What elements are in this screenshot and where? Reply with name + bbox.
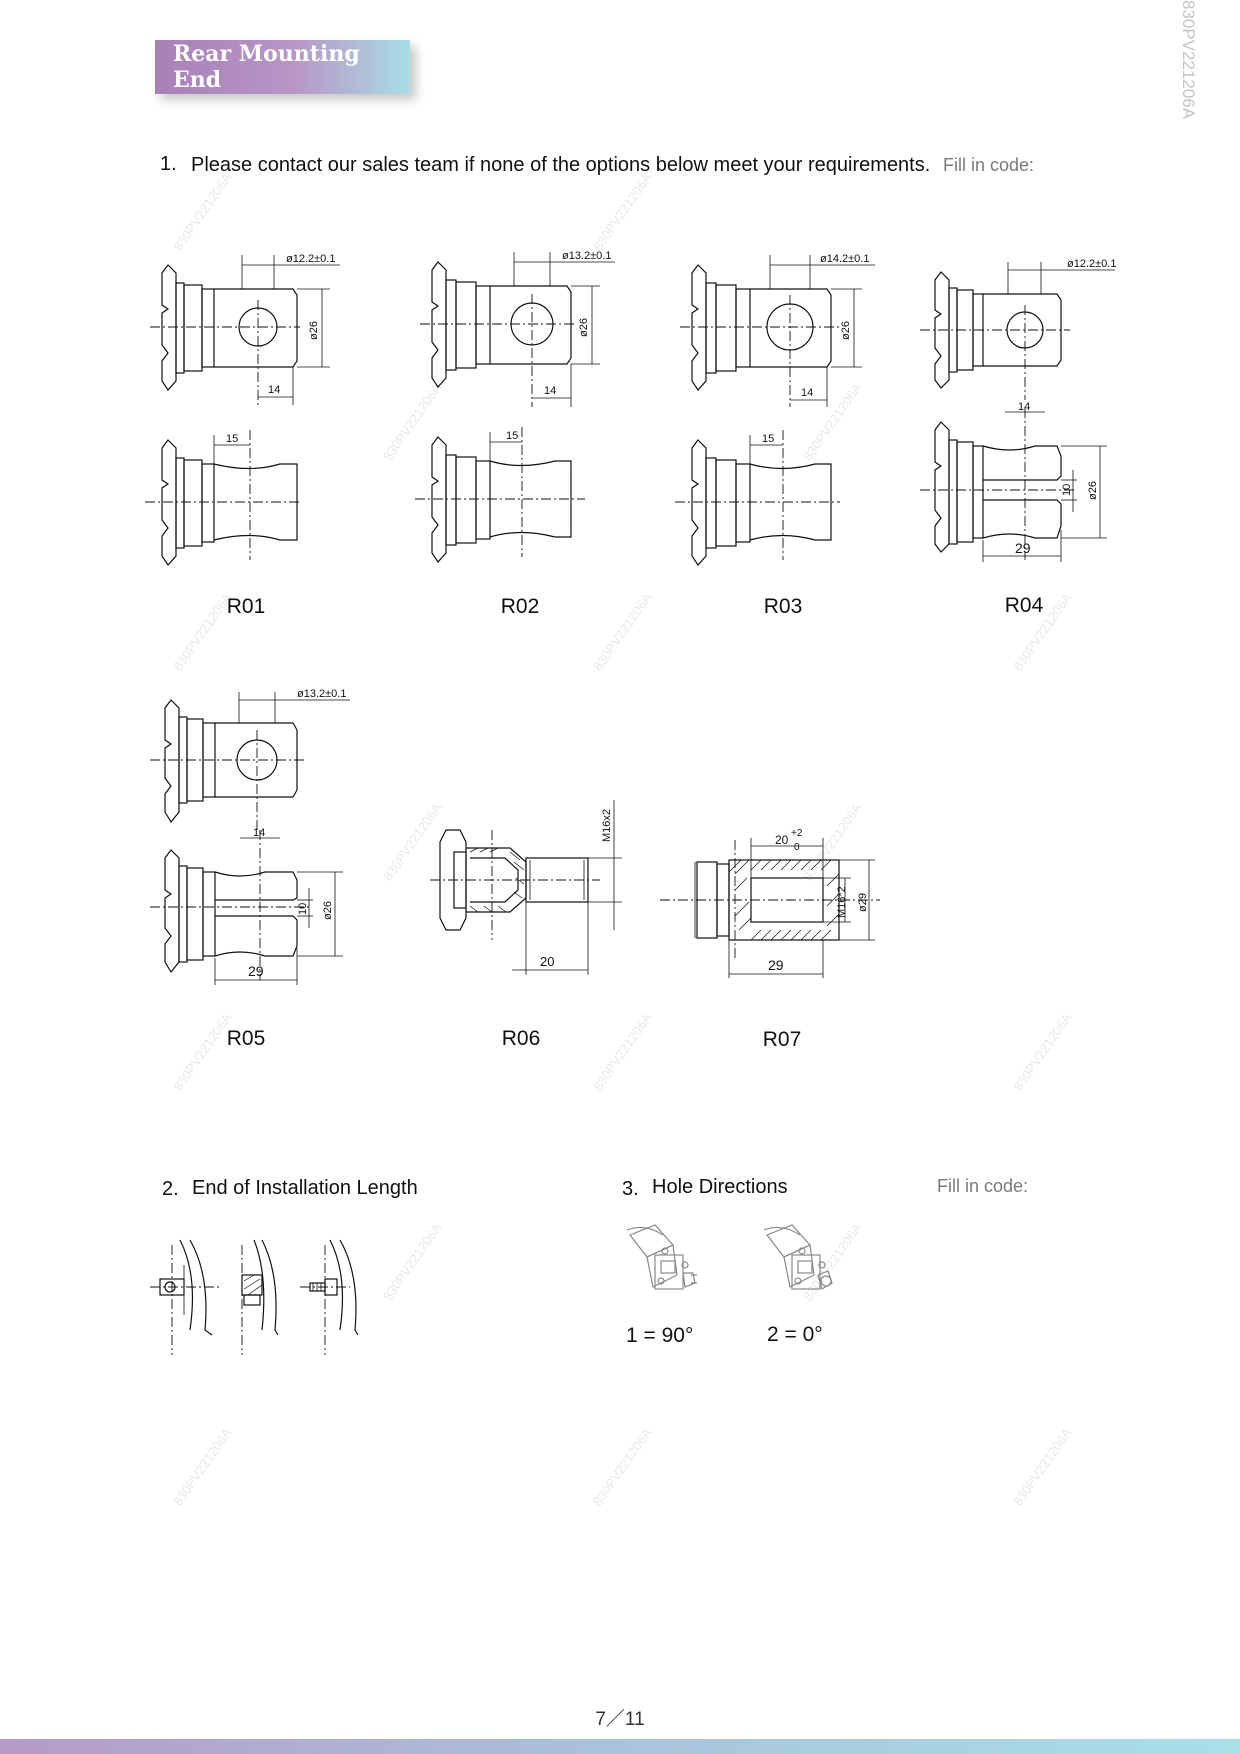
hole-direction-90-label: 1 = 90° <box>626 1324 694 1347</box>
drawing-r05: ø13.2±0.1 14 ø26 10 29 <box>150 688 350 985</box>
dim-len: 20 <box>540 954 554 969</box>
dim-total: 29 <box>768 957 784 973</box>
dim-dia: ø26 <box>322 901 334 920</box>
dim-bore: ø13.2±0.1 <box>297 688 346 700</box>
dim-total: 29 <box>248 963 264 979</box>
option-label-r04: R04 <box>1004 594 1044 617</box>
drawing-r03: ø14.2±0.1 ø26 14 15 <box>675 253 875 566</box>
dim-bore: ø12.2±0.1 <box>1067 258 1116 270</box>
watermark: 830PV221206A <box>590 590 655 674</box>
hole-direction-90-drawing <box>626 1224 697 1290</box>
dim-neck: 15 <box>226 433 238 445</box>
dim-len: 14 <box>801 387 813 399</box>
watermark: 830PV221206A <box>170 1010 235 1094</box>
watermark: 830PV221206A <box>1010 1425 1075 1509</box>
installation-length-drawing <box>150 1239 359 1355</box>
dim-slot: 10 <box>297 903 309 915</box>
section-2-number: 2. <box>162 1178 179 1200</box>
drawing-r06: M16x2 20 <box>430 800 622 975</box>
dim-depth: 20 <box>775 833 789 847</box>
dim-len: 14 <box>544 385 556 397</box>
page-title: Rear Mounting End <box>173 41 360 93</box>
option-label-r02: R02 <box>500 595 540 618</box>
watermark: 830PV221206A <box>170 170 235 254</box>
watermark: 830PV221206A <box>1010 1010 1075 1094</box>
option-label-r07: R07 <box>762 1028 802 1051</box>
section-3-text: Hole Directions <box>652 1176 788 1198</box>
footer-gradient-bar <box>0 1739 1240 1754</box>
watermark: 830PV221206A <box>590 1425 655 1509</box>
hole-direction-0-drawing <box>763 1224 833 1290</box>
dim-tol-minus: 0 <box>794 842 800 853</box>
option-label-r05: R05 <box>226 1027 266 1050</box>
section-1-number: 1. <box>160 153 177 175</box>
option-label-r03: R03 <box>763 595 803 618</box>
document-code: 830PV221206A <box>1179 0 1198 120</box>
dim-dia: ø26 <box>840 321 852 340</box>
option-label-r06: R06 <box>501 1027 541 1050</box>
dim-len: 14 <box>268 384 280 396</box>
watermark: 830PV221206A <box>380 1220 445 1304</box>
dim-len: 14 <box>1018 401 1030 413</box>
dim-slot: 10 <box>1061 484 1073 496</box>
drawing-r01: ø12.2±0.1 ø26 14 15 <box>145 253 340 566</box>
dim-bore: ø12.2±0.1 <box>286 253 335 265</box>
dim-total: 29 <box>1015 540 1031 556</box>
watermark: 830PV221206A <box>590 1010 655 1094</box>
option-label-r01: R01 <box>226 595 266 618</box>
dim-tol-plus: +2 <box>791 828 803 839</box>
dim-thread: M16x2 <box>601 809 613 842</box>
section-header-tag: Rear Mounting End <box>155 40 410 94</box>
dim-neck: 15 <box>506 430 518 442</box>
fill-in-code-label-2: Fill in code: <box>937 1176 1029 1196</box>
drawing-r07: 20 +2 0 M16*2 ø29 29 <box>660 828 880 978</box>
dim-dia: ø26 <box>308 321 320 340</box>
dim-dia: ø29 <box>857 893 869 912</box>
dim-dia: ø26 <box>1087 481 1099 500</box>
dim-bore: ø14.2±0.1 <box>820 253 869 265</box>
watermark: 830PV221206A <box>170 1425 235 1509</box>
drawing-r02: ø13.2±0.1 ø26 14 15 <box>415 250 615 563</box>
dim-thread: M16*2 <box>836 886 848 918</box>
section-3-number: 3. <box>622 1178 639 1200</box>
hole-direction-0-label: 2 = 0° <box>767 1323 823 1346</box>
dim-dia: ø26 <box>578 318 590 337</box>
drawing-r04: ø12.2±0.1 14 ø26 10 29 <box>920 258 1116 562</box>
dim-bore: ø13.2±0.1 <box>562 250 611 262</box>
fill-in-code-label: Fill in code: <box>943 155 1035 175</box>
section-2-text: End of Installation Length <box>192 1177 418 1199</box>
dim-neck: 15 <box>762 433 774 445</box>
dim-len: 14 <box>253 827 265 839</box>
page-number: 7／11 <box>595 1709 645 1730</box>
section-1-text: Please contact our sales team if none of… <box>191 154 931 176</box>
